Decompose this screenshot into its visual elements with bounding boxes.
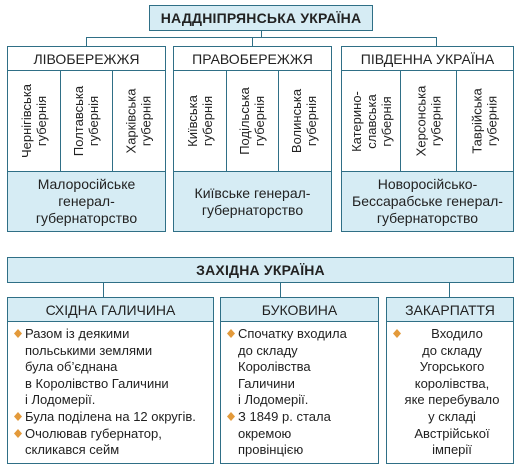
region-name-text: ЗАКАРПАТТЯ <box>405 301 495 318</box>
western-title: ЗАХІДНА УКРАЇНА <box>7 257 514 283</box>
government-malorosiiske: Малоросійське генерал- губернаторство <box>8 171 165 231</box>
region-name: ПІВДЕННА УКРАЇНА <box>342 47 513 71</box>
region-skhidna-halychyna: СХІДНА ГАЛИЧИНА Разом із деякими польськ… <box>7 297 214 464</box>
list-item: Разом із деякими польськими землями була… <box>14 326 212 409</box>
diamond-bullet-icon <box>227 329 235 338</box>
connector <box>86 37 88 46</box>
region-name-text: ПРАВОБЕРЕЖЖЯ <box>192 50 313 67</box>
separator <box>456 71 457 171</box>
bullet-list: Входило до складу Угорського королівства… <box>393 326 511 459</box>
list-item: Була поділена на 12 округів. <box>14 409 212 426</box>
connector <box>436 37 438 46</box>
region-name-text: БУКОВИНА <box>261 301 338 318</box>
connector <box>449 283 451 297</box>
connector <box>280 283 282 297</box>
region-name-text: СХІДНА ГАЛИЧИНА <box>45 301 176 318</box>
diamond-bullet-icon <box>14 329 22 338</box>
list-item: З 1849 р. стала окремою провінцією <box>227 409 377 459</box>
region-name-text: ЛІВОБЕРЕЖЖЯ <box>33 50 140 67</box>
connector <box>252 37 254 46</box>
naddnipro-title-text: НАДДНІПРЯНСЬКА УКРАЇНА <box>160 10 362 26</box>
connector <box>261 31 263 37</box>
list-item: Очолював губернатор, скликався сейм <box>14 426 212 459</box>
diamond-bullet-icon <box>14 411 22 421</box>
government-novorosiisko-bessarabske: Новоросійсько- Бессарабське генерал- губ… <box>342 171 513 231</box>
diamond-bullet-icon <box>393 329 401 338</box>
region-name: БУКОВИНА <box>221 298 378 322</box>
separator <box>278 71 279 171</box>
connector <box>103 283 105 297</box>
bullet-list: Спочатку входила до складу Королівства Г… <box>227 326 377 459</box>
region-name: ЛІВОБЕРЕЖЖЯ <box>8 47 165 71</box>
diamond-bullet-icon <box>14 428 22 438</box>
region-name: ЗАКАРПАТТЯ <box>387 298 513 322</box>
region-bukovyna: БУКОВИНА Спочатку входила до складу Коро… <box>220 297 379 464</box>
separator <box>112 71 113 171</box>
separator <box>226 71 227 171</box>
separator <box>60 71 61 171</box>
list-item: Входило до складу Угорського королівства… <box>393 326 511 459</box>
region-zakarpattia: ЗАКАРПАТТЯ Входило до складу Угорського … <box>386 297 514 464</box>
diamond-bullet-icon <box>227 411 235 421</box>
western-title-text: ЗАХІДНА УКРАЇНА <box>196 262 325 278</box>
region-name: ПРАВОБЕРЕЖЖЯ <box>174 47 331 71</box>
bullet-list: Разом із деякими польськими землями була… <box>14 326 212 459</box>
region-name-text: ПІВДЕННА УКРАЇНА <box>360 50 495 67</box>
naddnipro-title: НАДДНІПРЯНСЬКА УКРАЇНА <box>149 5 373 31</box>
separator <box>400 71 401 171</box>
region-name: СХІДНА ГАЛИЧИНА <box>8 298 213 322</box>
connector <box>86 37 436 39</box>
list-item: Спочатку входила до складу Королівства Г… <box>227 326 377 409</box>
government-kyivske: Київське генерал- губернаторство <box>174 171 331 231</box>
